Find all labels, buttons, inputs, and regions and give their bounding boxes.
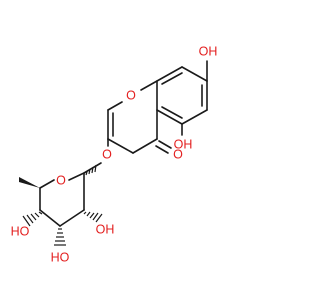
bond [39,209,61,227]
hashed-bond-sugar-left [22,211,43,227]
stereo-bonds [19,164,103,246]
hashed-bond-sugar-right [83,211,103,223]
carbonyl-oxygen-label: O [173,147,183,161]
hydroxyl-label-sugar-right: OH [96,222,115,236]
bond [181,109,208,125]
molecule-structure: OH OH O O O O HO HO OH [11,44,218,264]
bond [68,172,85,181]
bond-double-inner [161,106,183,119]
bond [59,209,85,227]
hydroxyl-label-bottom: HO [51,250,70,264]
bond-carbonyl-second [155,145,169,154]
bond [156,109,183,125]
hydroxyl-label-ring-right: OH [174,137,193,151]
bond [140,80,158,91]
hydroxyl-label-top: OH [199,44,218,58]
pyranone-ring [107,80,158,154]
methyl-wedge [19,177,40,188]
bond [107,138,134,154]
hashed-bond-sugar-bottom [54,228,66,246]
bond-double-inner [161,72,183,85]
bond [107,101,123,111]
bond [156,66,183,82]
sugar-ring [39,172,85,227]
bond-carbonyl [158,140,172,149]
glycosidic-oxygen-label: O [102,147,112,161]
hashed-bond-anomeric [85,164,97,176]
sugar-ring-oxygen-label: O [56,173,66,187]
bond [39,179,55,189]
bond [181,66,208,82]
hydroxyl-label-left: HO [11,224,30,238]
benzene-ring [156,66,208,125]
bond [132,138,158,154]
ring-oxygen-label: O [126,88,136,102]
